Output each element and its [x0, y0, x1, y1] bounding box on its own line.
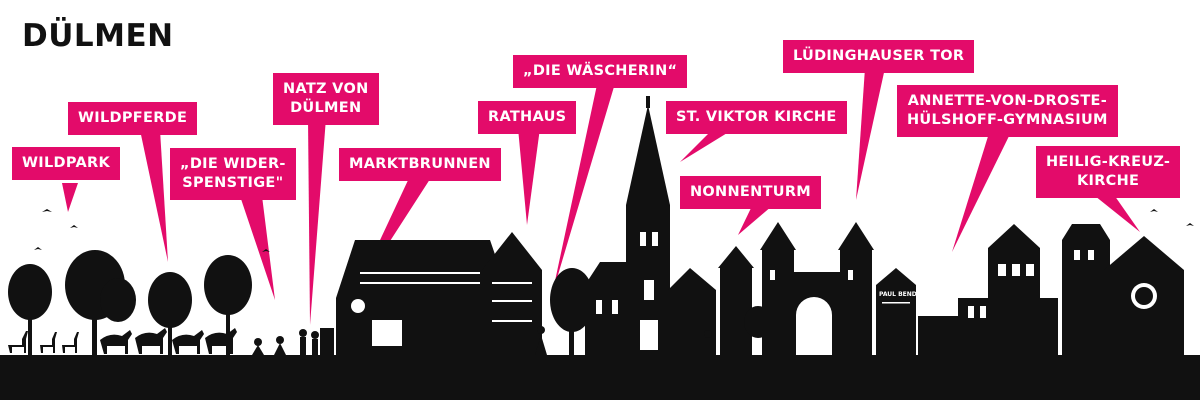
paul-bendix-sign: PAUL BENDIX	[879, 291, 924, 298]
label-natz-von-duelmen: NATZ VON DÜLMEN	[273, 73, 379, 125]
label-nonnenturm: NONNENTURM	[680, 176, 822, 209]
silhouettes	[0, 96, 1200, 400]
label-wildpark: WILDPARK	[12, 147, 120, 180]
label-wildpferde: WILDPFERDE	[68, 102, 198, 135]
label-die-widerspenstige: „DIE WIDER- SPENSTIGE"	[170, 148, 296, 200]
label-luedinghauser-tor: LÜDINGHAUSER TOR	[783, 40, 975, 73]
page-title: DÜLMEN	[22, 18, 174, 54]
label-marktbrunnen: MARKTBRUNNEN	[339, 148, 501, 181]
label-die-waescherin: „DIE WÄSCHERIN“	[513, 55, 688, 88]
label-heilig-kreuz-kirche: HEILIG-KREUZ- KIRCHE	[1036, 146, 1181, 198]
label-st-viktor-kirche: ST. VIKTOR KIRCHE	[666, 101, 847, 134]
label-rathaus: RATHAUS	[478, 101, 577, 134]
label-gymnasium: ANNETTE-VON-DROSTE- HÜLSHOFF-GYMNASIUM	[897, 85, 1118, 137]
